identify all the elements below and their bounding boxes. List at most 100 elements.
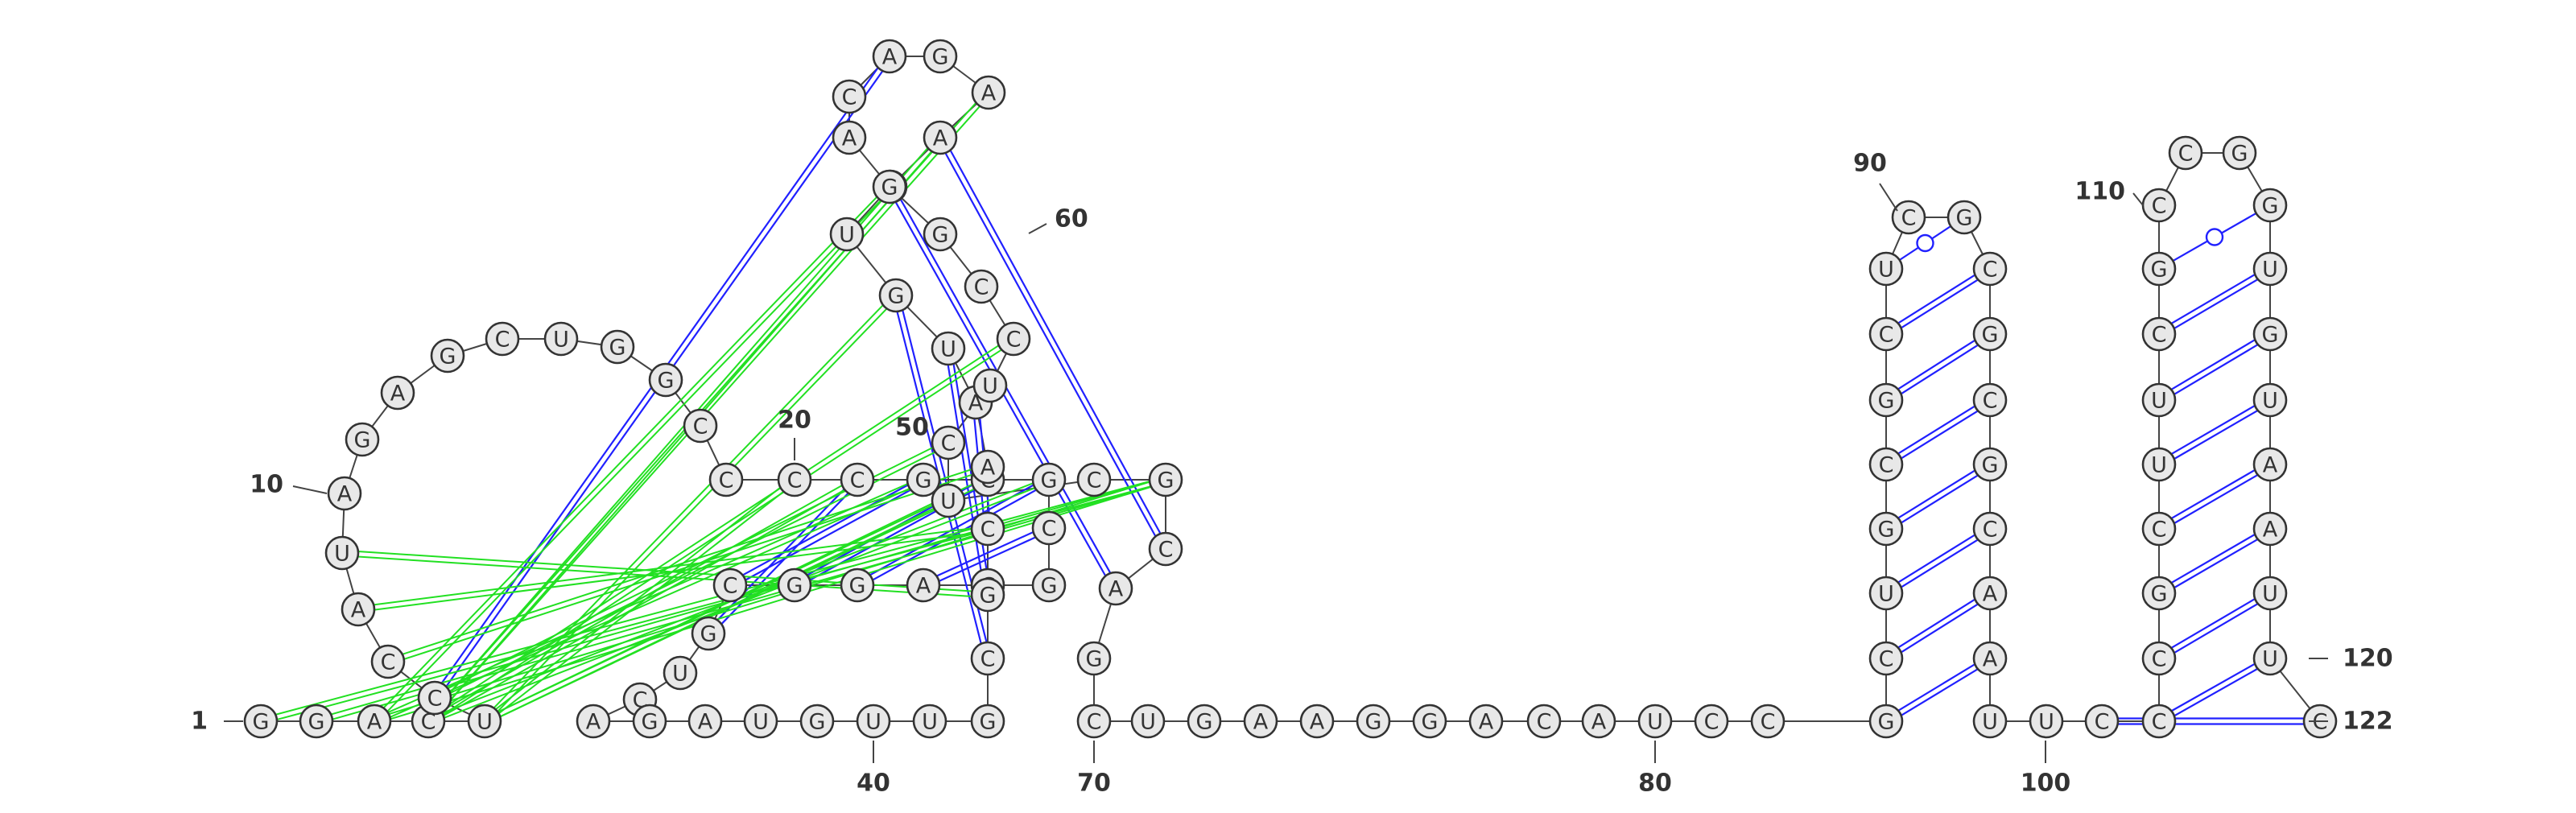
- nucleotide-circle: [1972, 511, 2008, 547]
- nucleotide-letter: C: [1087, 468, 1102, 493]
- nucleotide-circle: [872, 169, 907, 204]
- nucleotide: A: [1972, 576, 2008, 611]
- nucleotide-circle: [345, 422, 380, 457]
- nucleotide-letter: G: [609, 336, 626, 361]
- tertiary-interaction-line: [485, 481, 797, 724]
- nucleotide-letter: C: [2152, 518, 2167, 543]
- nucleotide-circle: [1868, 511, 1904, 547]
- nucleotide-letter: C: [2095, 710, 2110, 735]
- nucleotide-circle: [1868, 641, 1904, 676]
- nucleotide: U: [829, 217, 865, 252]
- nucleotide-circle: [923, 217, 958, 252]
- nucleotide-letter: A: [1479, 710, 1494, 735]
- nucleotide-letter: C: [980, 647, 996, 672]
- nucleotide-circle: [2141, 382, 2177, 418]
- nucleotide-letter: A: [1310, 710, 1325, 735]
- nucleotide: C: [996, 321, 1031, 357]
- nucleotide-letter: A: [882, 45, 898, 70]
- nucleotide-letter: C: [2178, 142, 2194, 167]
- base-pair-line: [1897, 339, 1975, 390]
- base-pair-line: [1901, 668, 1979, 716]
- nucleotide: C: [970, 511, 1005, 547]
- nucleotide-letter: G: [1196, 710, 1213, 735]
- nucleotide-circle: [1148, 462, 1183, 497]
- nucleotide-circle: [1972, 316, 2008, 352]
- nucleotide-letter: C: [1006, 328, 1022, 353]
- nucleotide: U: [2141, 447, 2177, 482]
- nucleotide-letter: G: [932, 45, 949, 70]
- nucleotide: A: [2252, 447, 2288, 482]
- nucleotide-letter: U: [839, 223, 855, 248]
- nucleotide-circle: [840, 462, 875, 497]
- nucleotide-circle: [1098, 571, 1133, 606]
- nucleotide-letter: G: [2262, 194, 2279, 219]
- index-label-70: 70: [1077, 770, 1111, 798]
- index-label-100: 100: [2021, 770, 2071, 798]
- nucleotide-letter: G: [308, 710, 325, 735]
- nucleotide-circle: [1076, 641, 1112, 676]
- nucleotide-letter: U: [940, 337, 956, 362]
- base-pair-line: [2170, 274, 2256, 324]
- nucleotide: U: [663, 655, 698, 691]
- nucleotide-circle: [1637, 704, 1673, 739]
- nucleotide-circle: [1972, 447, 2008, 482]
- nucleotide-letter: U: [1878, 258, 1894, 283]
- nucleotide-circle: [996, 321, 1031, 357]
- nucleotide: U: [2252, 382, 2288, 418]
- tertiary-interaction-line: [425, 135, 939, 720]
- nucleotide-letter: C: [941, 431, 956, 456]
- nucleotide: C: [2141, 511, 2177, 547]
- tertiary-interaction-line: [388, 468, 989, 665]
- nucleotide-letter: C: [719, 468, 734, 493]
- nucleotide-circle: [2252, 511, 2288, 547]
- nucleotide: C: [964, 269, 999, 304]
- nucleotide-letter: C: [723, 574, 738, 599]
- nucleotide: A: [1468, 704, 1504, 739]
- nucleotide-circle: [2252, 447, 2288, 482]
- nucleotide-circle: [648, 362, 683, 398]
- nucleotide-circle: [777, 462, 812, 497]
- nucleotide-letter: U: [334, 542, 350, 567]
- nucleotide-letter: U: [1140, 710, 1156, 735]
- nucleotide-letter: G: [881, 175, 898, 200]
- nucleotide-circle: [2029, 704, 2064, 739]
- nucleotide-circle: [2252, 251, 2288, 287]
- nucleotide-letter: G: [980, 710, 997, 735]
- base-pair-line: [2174, 279, 2259, 329]
- nucleotide-letter: G: [915, 468, 932, 493]
- nucleotide-circle: [931, 483, 966, 518]
- nucleotide-circle: [931, 331, 966, 366]
- nucleotide-letter: A: [2263, 518, 2278, 543]
- nucleotide-letter: A: [1108, 577, 1124, 602]
- tertiary-interaction-line: [386, 464, 988, 660]
- nucleotide-letter: G: [1158, 468, 1174, 493]
- nucleotide-letter: U: [2262, 582, 2278, 607]
- nucleotide: G: [1187, 704, 1222, 739]
- nucleotide: C: [1694, 704, 1729, 739]
- nucleotide: C: [1972, 382, 2008, 418]
- nucleotide-circle: [1148, 531, 1183, 567]
- nucleotide-circle: [417, 680, 452, 716]
- nucleotide: U: [543, 321, 579, 357]
- nucleotide: A: [687, 704, 723, 739]
- nucleotide: U: [856, 704, 891, 739]
- nucleotide: U: [1868, 576, 1904, 611]
- nucleotide-circle: [832, 120, 867, 155]
- base-pair-line: [936, 531, 1034, 577]
- nucleotide: G: [1412, 704, 1447, 739]
- nucleotide: A: [906, 567, 941, 603]
- base-pair-line: [1897, 405, 1975, 455]
- nucleotide-circle: [799, 704, 835, 739]
- nucleotide: C: [840, 462, 875, 497]
- nucleotide: U: [2252, 576, 2288, 611]
- tertiary-interaction-line: [371, 184, 890, 720]
- nucleotide-letter: C: [421, 710, 436, 735]
- nucleotide-letter: C: [381, 650, 396, 675]
- wobble-pair-marker: [1916, 233, 1934, 253]
- nucleotide-circle: [923, 39, 958, 74]
- nucleotide: U: [743, 704, 778, 739]
- nucleotide-letter: U: [753, 710, 769, 735]
- nucleotide-letter: U: [982, 374, 998, 399]
- nucleotide: G: [345, 422, 380, 457]
- nucleotide: G: [1868, 382, 1904, 418]
